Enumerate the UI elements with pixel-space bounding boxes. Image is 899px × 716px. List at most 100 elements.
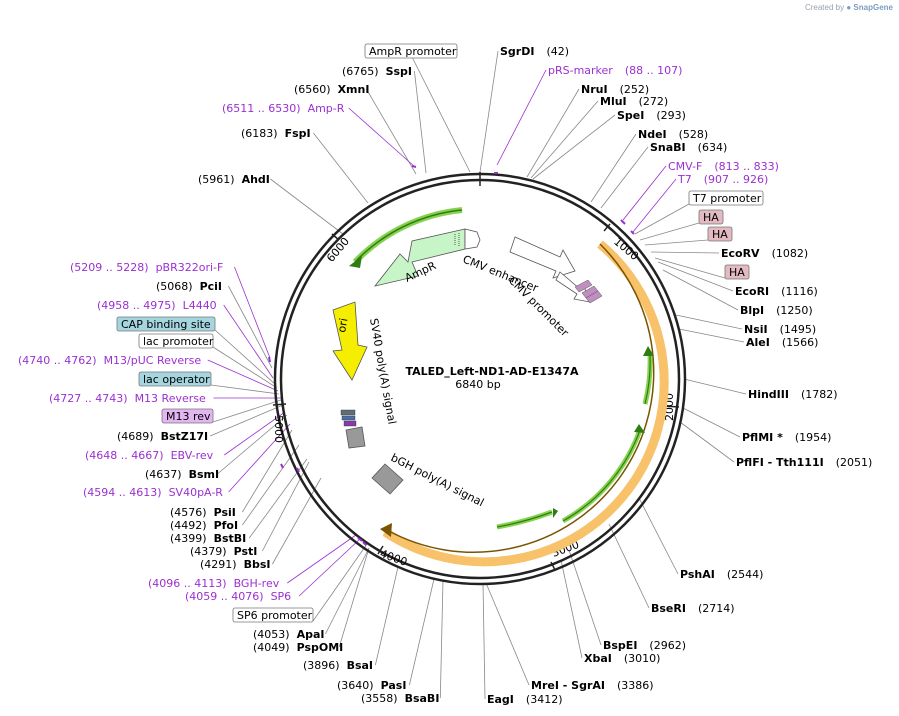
- site-label-bbsi[interactable]: (4291)BbsI: [200, 558, 270, 571]
- site-label-bsai[interactable]: (3896)BsaI: [303, 659, 373, 672]
- site-label-xbai[interactable]: XbaI(3010): [584, 652, 660, 665]
- site-label-sgrdi[interactable]: SgrDI(42): [500, 45, 569, 58]
- site-position: (813 .. 833): [714, 160, 779, 173]
- site-name: M13/pUC Reverse: [104, 354, 202, 367]
- site-label-nrui[interactable]: NruI(252): [581, 83, 649, 96]
- leader-line: [411, 56, 471, 173]
- primer-mark: [357, 537, 363, 542]
- leader-line: [313, 132, 369, 204]
- site-position: (88 .. 107): [625, 64, 683, 77]
- site-label-xmni[interactable]: (6560)XmnI: [294, 83, 369, 96]
- site-label-amp-r[interactable]: (6511 .. 6530)Amp-R: [222, 102, 345, 115]
- site-label-ahdi[interactable]: (5961)AhdI: [198, 173, 270, 186]
- site-label-mrei-sgrai[interactable]: MreI - SgrAI(3386): [531, 679, 654, 692]
- site-label-bstbi[interactable]: (4399)BstBI: [170, 532, 246, 545]
- site-label-text: NruI(252): [581, 83, 649, 96]
- site-label-sv40pa-r[interactable]: (4594 .. 4613)SV40pA-R: [83, 486, 223, 499]
- orf-band-line: [386, 243, 655, 553]
- site-label-pshai[interactable]: PshAI(2544): [680, 568, 763, 581]
- sv40-feature: [345, 426, 366, 449]
- leader-line: [479, 50, 499, 173]
- site-label-ndei[interactable]: NdeI(528): [638, 128, 708, 141]
- site-label-blpi[interactable]: BlpI(1250): [740, 304, 813, 317]
- site-label-ha[interactable]: HA: [707, 226, 733, 242]
- feature-label-text: HA: [729, 266, 745, 279]
- site-name: XmnI: [338, 83, 370, 96]
- tick-label-5000: 5000: [272, 415, 285, 443]
- leader-line: [532, 114, 616, 180]
- site-label-ha[interactable]: HA: [724, 264, 750, 280]
- site-label-psii[interactable]: (4576)PsiI: [170, 506, 236, 519]
- site-name: NsiI: [744, 323, 768, 336]
- site-label-mlui[interactable]: MluI(272): [600, 95, 668, 108]
- site-name: BseRI: [651, 602, 686, 615]
- site-label-pasi[interactable]: (3640)PasI: [337, 679, 406, 692]
- site-label-text: (4576)PsiI: [170, 506, 236, 519]
- site-label-m13-rev[interactable]: M13 rev: [161, 408, 214, 424]
- leader-line: [682, 407, 741, 438]
- site-label-pflfi-tth111i[interactable]: PflFI - Tth111I(2051): [736, 456, 872, 469]
- site-label-text: SpeI (293): [617, 109, 686, 122]
- site-name: SpeI: [617, 109, 644, 122]
- site-label-sp6-promoter[interactable]: SP6 promoter: [232, 607, 314, 623]
- site-label-cmv-f[interactable]: CMV-F(813 .. 833): [668, 160, 779, 173]
- site-label-alei[interactable]: AleI(1566): [746, 336, 818, 349]
- site-label-t7[interactable]: T7(907 .. 926): [677, 173, 768, 186]
- site-label-bstz17i[interactable]: (4689)BstZ17I: [117, 430, 208, 443]
- site-label-psti[interactable]: (4379)PstI: [190, 545, 257, 558]
- site-label-bsmi[interactable]: (4637)BsmI: [145, 468, 219, 481]
- site-label-bgh-rev[interactable]: (4096 .. 4113)BGH-rev: [148, 577, 280, 590]
- site-label-sp6[interactable]: (4059 .. 4076)SP6: [185, 590, 291, 603]
- leader-line: [209, 404, 284, 437]
- site-label-ha[interactable]: HA: [698, 209, 724, 225]
- site-label-sspi[interactable]: (6765)SspI: [342, 65, 412, 78]
- site-label-pspomi[interactable]: (4049)PspOMI: [253, 641, 343, 654]
- site-name: L4440: [183, 299, 217, 312]
- site-label-ampr-promoter[interactable]: AmpR promoter: [364, 43, 458, 59]
- site-position: (293): [656, 109, 686, 122]
- site-name: PasI: [381, 679, 407, 692]
- site-label-ecori[interactable]: EcoRI(1116): [735, 285, 818, 298]
- site-label-pflmi[interactable]: PflMI *(1954): [742, 431, 831, 444]
- site-name: BGH-rev: [234, 577, 280, 590]
- site-label-l4440[interactable]: (4958 .. 4975)L4440: [97, 299, 217, 312]
- site-label-apai[interactable]: (4053)ApaI: [253, 628, 324, 641]
- site-label-m13-puc-reverse[interactable]: (4740 .. 4762)M13/pUC Reverse: [18, 354, 201, 367]
- feature-label-box: [364, 43, 458, 59]
- site-position: (5209 .. 5228): [70, 261, 149, 274]
- site-label-m13-reverse[interactable]: (4727 .. 4743)M13 Reverse: [49, 392, 206, 405]
- site-label-ebv-rev[interactable]: (4648 .. 4667)EBV-rev: [85, 449, 214, 462]
- site-label-ecorv[interactable]: EcoRV(1082): [721, 247, 808, 260]
- leader-line: [482, 582, 486, 700]
- site-label-nsii[interactable]: NsiI(1495): [744, 323, 816, 336]
- site-label-lac-promoter[interactable]: lac promoter: [138, 333, 214, 349]
- site-label-t7-promoter[interactable]: T7 promoter: [688, 190, 764, 206]
- snapgene-credit: Created by ● SnapGene: [805, 3, 893, 12]
- site-label-bspei[interactable]: BspEI(2962): [603, 639, 686, 652]
- site-label-text: (3558)BsaBI: [361, 692, 439, 705]
- site-label-eagi[interactable]: EagI(3412): [487, 693, 562, 706]
- site-label-cap-binding-site[interactable]: CAP binding site: [116, 316, 216, 332]
- site-label-pcii[interactable]: (5068)PciI: [156, 280, 222, 293]
- feature-label-text: CAP binding site: [121, 318, 211, 331]
- site-position: (4637): [145, 468, 182, 481]
- site-label-prs-marker[interactable]: pRS-marker(88 .. 107): [548, 64, 682, 77]
- site-label-lac-operator[interactable]: lac operator: [138, 371, 212, 387]
- site-position: (1954): [795, 431, 832, 444]
- site-label-pbr322ori-f[interactable]: (5209 .. 5228)pBR322ori-F: [70, 261, 223, 274]
- site-label-spei[interactable]: SpeI (293): [617, 109, 686, 122]
- leader-line: [683, 378, 747, 395]
- site-label-bsabi[interactable]: (3558)BsaBI: [361, 692, 439, 705]
- feature-label-box: [161, 408, 214, 424]
- site-position: (4492): [170, 519, 207, 532]
- site-label-bseri[interactable]: BseRI(2714): [651, 602, 735, 615]
- site-label-snabi[interactable]: SnaBI(634): [650, 141, 727, 154]
- site-position: (6183): [241, 127, 278, 140]
- site-label-text: (4059 .. 4076)SP6: [185, 590, 291, 603]
- site-label-fspi[interactable]: (6183)FspI: [241, 127, 311, 140]
- site-position: (5961): [198, 173, 235, 186]
- site-label-pfoi[interactable]: (4492)PfoI: [170, 519, 238, 532]
- primer-mark: [620, 219, 626, 225]
- site-label-hindiii[interactable]: HindIII(1782): [748, 388, 838, 401]
